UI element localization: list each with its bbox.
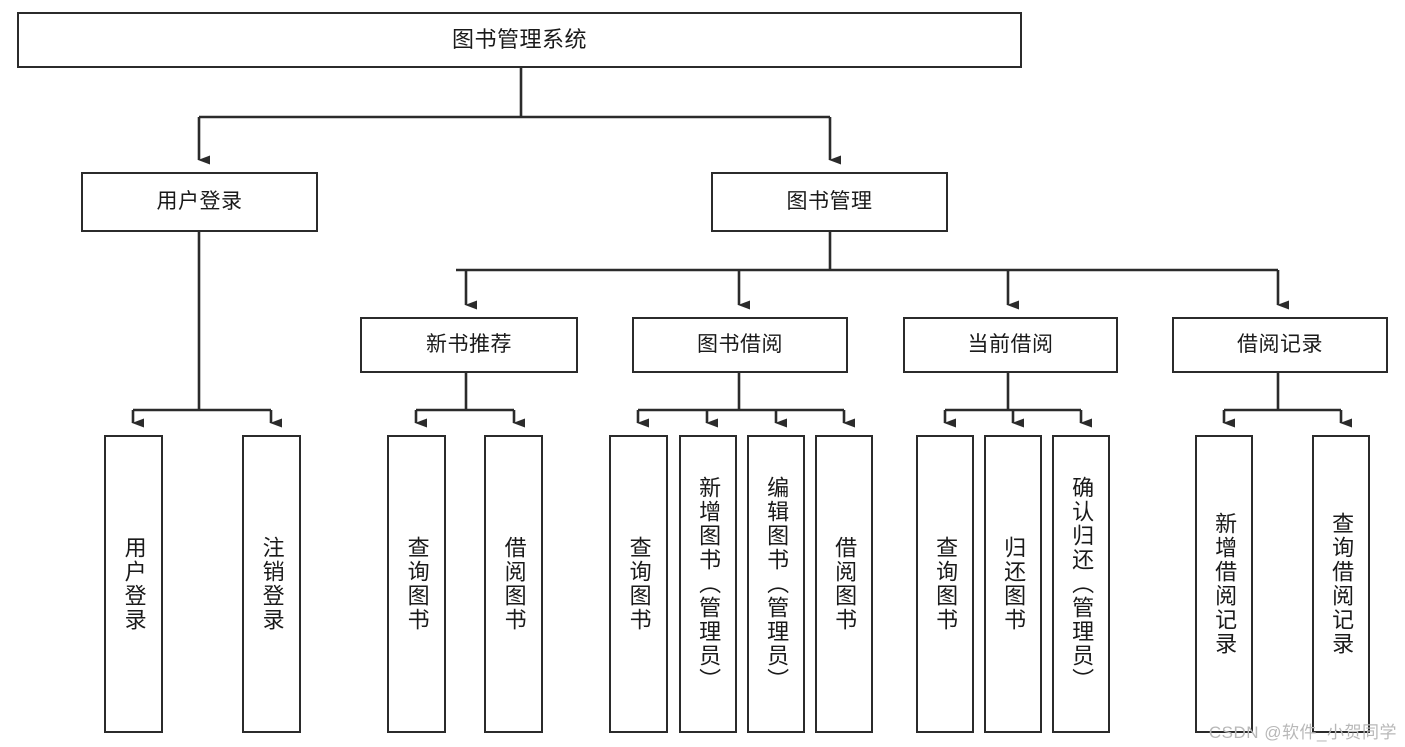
leaf-query-book-current-label: 查询图书 bbox=[933, 536, 959, 632]
node-book-borrow-label: 图书借阅 bbox=[697, 332, 783, 356]
leaf-logout-label: 注销登录 bbox=[259, 536, 285, 632]
leaf-return-book[interactable]: 归还图书 bbox=[984, 435, 1042, 733]
node-borrow-records-label: 借阅记录 bbox=[1237, 332, 1323, 356]
leaf-borrow-book[interactable]: 借阅图书 bbox=[815, 435, 873, 733]
node-book-borrow[interactable]: 图书借阅 bbox=[632, 317, 848, 373]
leaf-user-login[interactable]: 用户登录 bbox=[104, 435, 163, 733]
node-root-label: 图书管理系统 bbox=[451, 27, 587, 53]
node-user-login[interactable]: 用户登录 bbox=[81, 172, 318, 232]
leaf-query-borrow-record-label: 查询借阅记录 bbox=[1329, 512, 1355, 656]
leaf-borrow-book-new[interactable]: 借阅图书 bbox=[484, 435, 543, 733]
leaf-add-book-admin-label: 新增图书（管理员） bbox=[696, 476, 722, 692]
node-new-book-recommend-label: 新书推荐 bbox=[426, 332, 512, 356]
leaf-add-book-admin[interactable]: 新增图书（管理员） bbox=[679, 435, 737, 733]
leaf-add-borrow-record[interactable]: 新增借阅记录 bbox=[1195, 435, 1253, 733]
node-user-login-label: 用户登录 bbox=[156, 189, 243, 213]
leaf-query-book-label: 查询图书 bbox=[626, 536, 652, 632]
leaf-borrow-book-label: 借阅图书 bbox=[832, 536, 858, 632]
leaf-query-book[interactable]: 查询图书 bbox=[609, 435, 668, 733]
leaf-logout[interactable]: 注销登录 bbox=[242, 435, 301, 733]
leaf-confirm-return-admin-label: 确认归还（管理员） bbox=[1069, 476, 1095, 692]
leaf-add-borrow-record-label: 新增借阅记录 bbox=[1212, 512, 1238, 656]
node-borrow-records[interactable]: 借阅记录 bbox=[1172, 317, 1388, 373]
leaf-query-borrow-record[interactable]: 查询借阅记录 bbox=[1312, 435, 1370, 733]
node-root[interactable]: 图书管理系统 bbox=[17, 12, 1022, 68]
node-current-borrow-label: 当前借阅 bbox=[967, 332, 1054, 356]
leaf-query-book-current[interactable]: 查询图书 bbox=[916, 435, 974, 733]
node-current-borrow[interactable]: 当前借阅 bbox=[903, 317, 1118, 373]
leaf-query-book-new[interactable]: 查询图书 bbox=[387, 435, 446, 733]
watermark: CSDN @软件_小贺同学 bbox=[1208, 723, 1397, 742]
node-book-management-label: 图书管理 bbox=[786, 189, 873, 213]
leaf-query-book-new-label: 查询图书 bbox=[404, 536, 430, 632]
node-new-book-recommend[interactable]: 新书推荐 bbox=[360, 317, 578, 373]
leaf-edit-book-admin[interactable]: 编辑图书（管理员） bbox=[747, 435, 805, 733]
leaf-return-book-label: 归还图书 bbox=[1001, 536, 1027, 632]
leaf-confirm-return-admin[interactable]: 确认归还（管理员） bbox=[1052, 435, 1110, 733]
leaf-borrow-book-new-label: 借阅图书 bbox=[501, 536, 527, 632]
leaf-edit-book-admin-label: 编辑图书（管理员） bbox=[764, 476, 790, 692]
node-book-management[interactable]: 图书管理 bbox=[711, 172, 948, 232]
leaf-user-login-label: 用户登录 bbox=[121, 536, 147, 632]
